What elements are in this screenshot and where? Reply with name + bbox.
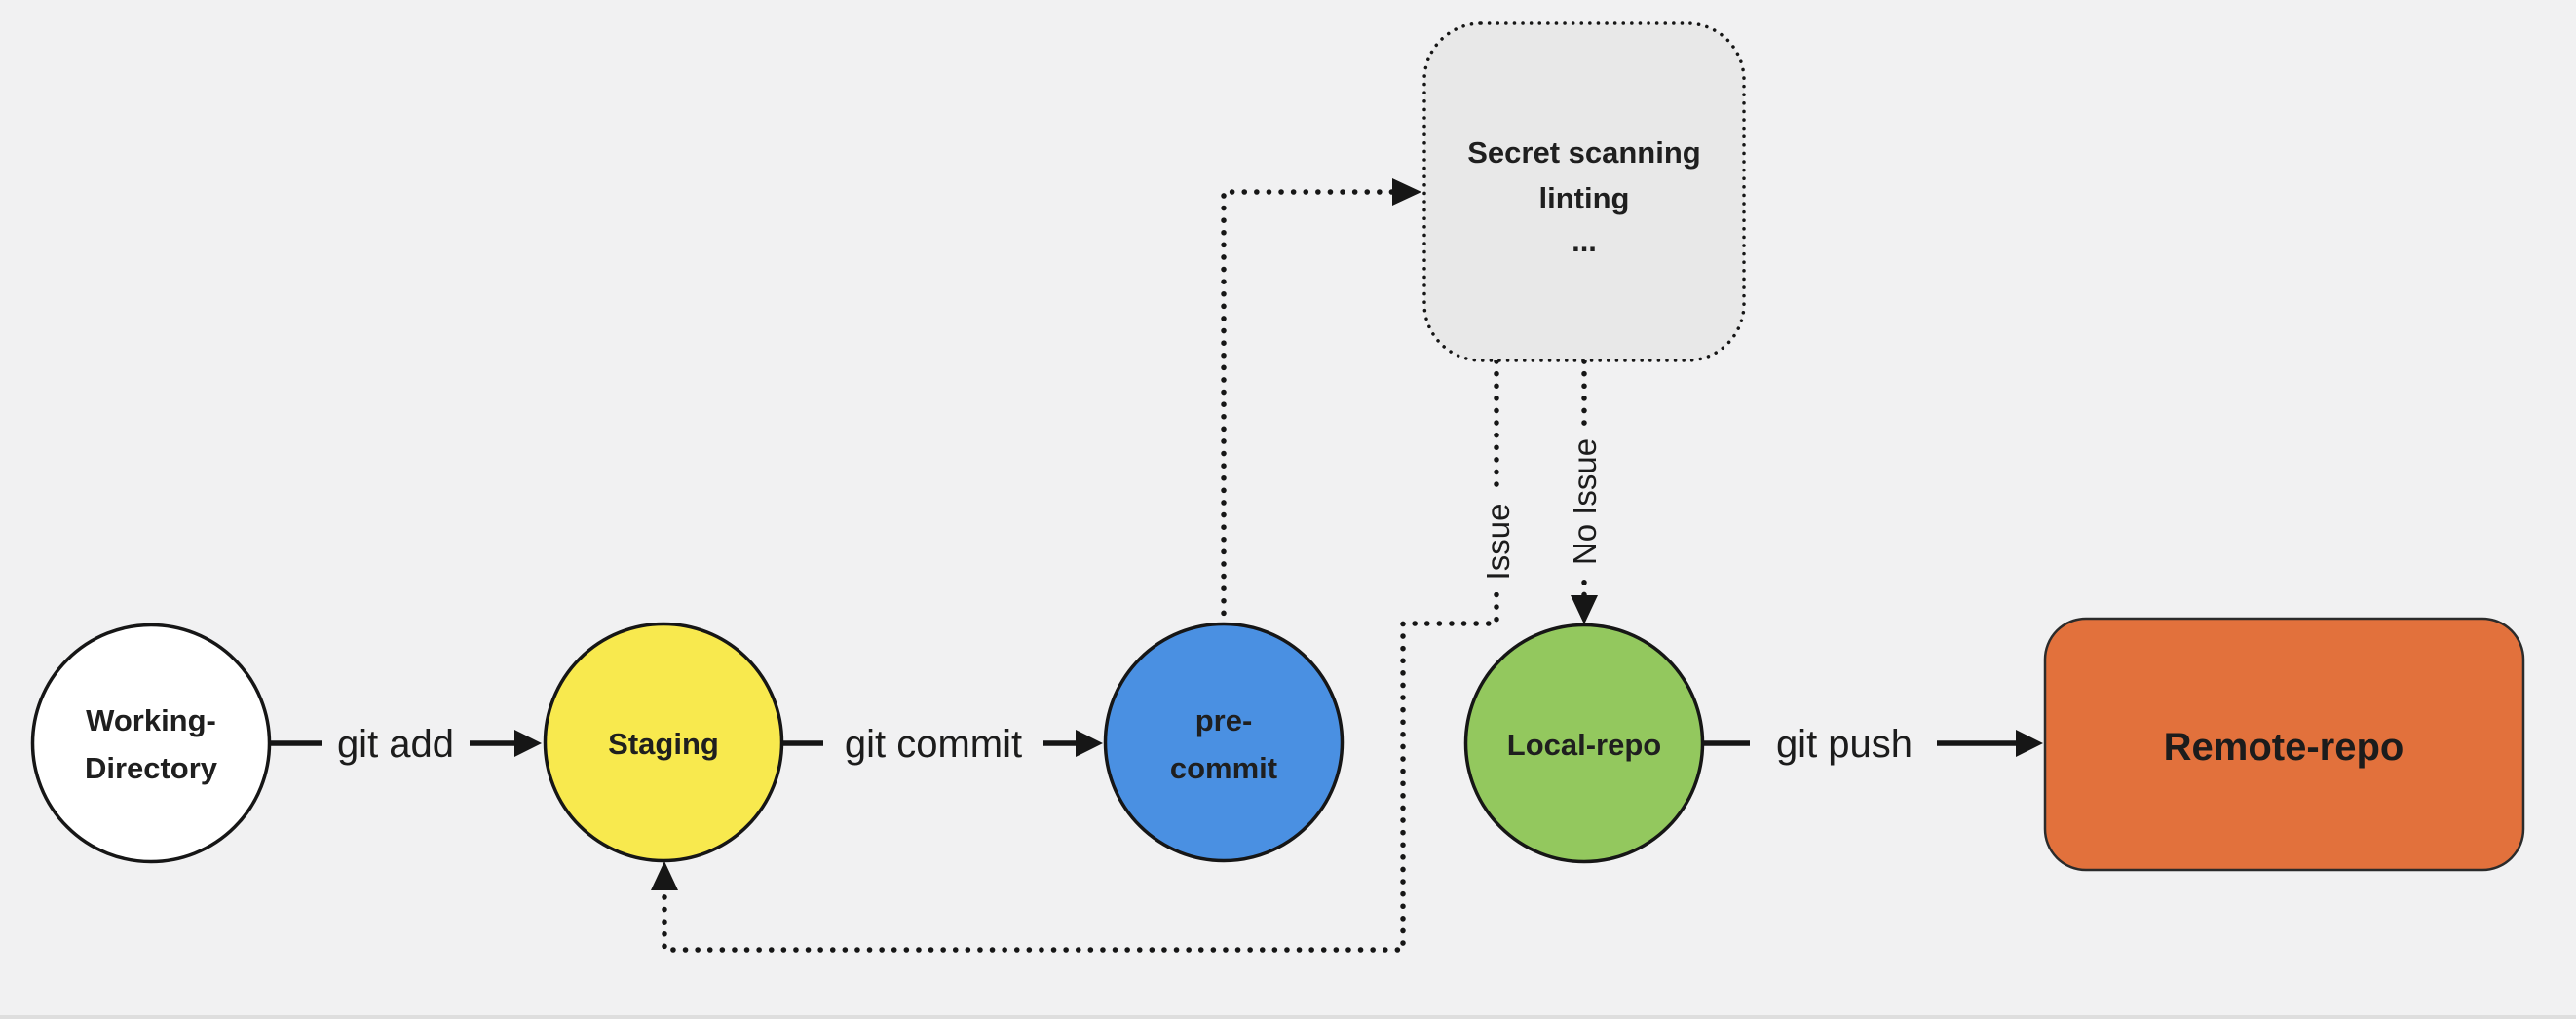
arrowhead-into-staging-bottom	[651, 861, 678, 890]
edge-pre-commit-to-secret-scanning	[1221, 178, 1421, 628]
node-secret-scanning: Secret scanning linting ...	[1422, 21, 1746, 362]
arrowhead-into-pre-commit	[1076, 730, 1103, 757]
remote-repo-label: Remote-repo	[2164, 726, 2405, 769]
git-commit-edge-label: git commit	[845, 723, 1022, 766]
edge-git-add: git add	[270, 717, 542, 770]
local-repo-label: Local-repo	[1507, 728, 1661, 762]
issue-label-background	[1476, 491, 1519, 592]
git-push-edge-label: git push	[1776, 723, 1913, 766]
git-add-label-background	[322, 717, 470, 770]
pre-commit-label-line2: commit	[1170, 751, 1277, 785]
no-issue-label-background	[1563, 429, 1606, 575]
git-add-edge-label: git add	[337, 723, 454, 766]
working-directory-label-line2: Directory	[85, 751, 218, 785]
remote-repo-box	[2043, 617, 2525, 872]
node-pre-commit: pre- commit	[1103, 622, 1345, 863]
working-directory-circle	[30, 623, 272, 864]
secret-scanning-label-line3: ...	[1572, 224, 1597, 258]
edge-issue-to-staging: Issue	[651, 359, 1519, 953]
no-issue-edge-label: No Issue	[1567, 438, 1603, 565]
edge-pre-commit-to-secret-scanning-path	[1221, 189, 1408, 628]
arrowhead-into-local-repo-top	[1571, 595, 1598, 624]
arrowhead-into-remote-repo	[2016, 730, 2043, 757]
issue-edge-label: Issue	[1480, 504, 1516, 581]
working-directory-label-line1: Working-	[86, 703, 216, 737]
bottom-crop-edge	[0, 1015, 2576, 1019]
git-commit-label-background	[823, 717, 1043, 770]
edge-git-push: git push	[1703, 717, 2043, 770]
pre-commit-circle	[1103, 622, 1345, 863]
node-local-repo: Local-repo	[1463, 623, 1705, 864]
secret-scanning-label-line1: Secret scanning	[1467, 135, 1700, 170]
pre-commit-label-line1: pre-	[1195, 703, 1253, 737]
staging-circle	[543, 622, 784, 863]
arrowhead-into-secret-scanning	[1392, 178, 1421, 206]
node-staging: Staging	[543, 622, 784, 863]
local-repo-circle	[1463, 623, 1705, 864]
secret-scanning-label-line2: linting	[1539, 181, 1630, 215]
arrowhead-into-staging	[514, 730, 542, 757]
staging-label: Staging	[608, 727, 719, 761]
secret-scanning-box	[1422, 21, 1746, 362]
edge-no-issue-to-local-repo: No Issue	[1563, 359, 1606, 624]
node-remote-repo: Remote-repo	[2043, 617, 2525, 872]
node-working-directory: Working- Directory	[30, 623, 272, 864]
git-push-label-background	[1750, 717, 1937, 770]
edge-issue-path	[662, 359, 1499, 953]
edge-git-commit: git commit	[782, 717, 1103, 770]
